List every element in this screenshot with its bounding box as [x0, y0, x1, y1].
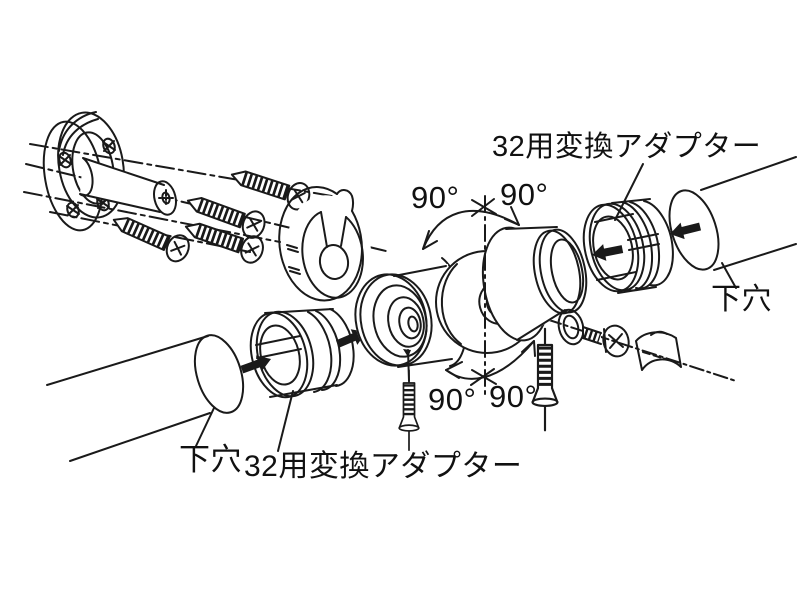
swivel-centerline	[470, 195, 497, 399]
angle-tick-top	[471, 198, 497, 217]
socket-right	[481, 226, 588, 342]
adapter-right	[582, 198, 674, 294]
swivel-arc-bottom	[445, 340, 536, 380]
saddle-piece	[635, 330, 682, 371]
leader-lines	[195, 163, 737, 452]
ring-hook-tab	[336, 189, 355, 212]
swivel-arc-top	[422, 206, 520, 250]
label-adapter-top: 32用変換アダプター	[492, 131, 762, 163]
label-angle-bottom-right: 90°	[489, 379, 538, 414]
flange-post	[79, 157, 177, 216]
fixing-screw	[582, 324, 630, 358]
mounting-screw-1	[228, 162, 313, 213]
label-pilot-hole-bottom-left: 下穴	[179, 442, 242, 477]
label-pilot-hole-top-right: 下穴	[711, 283, 772, 316]
label-angle-top-right: 90°	[500, 177, 549, 212]
adapter-right-socket-chords	[594, 213, 637, 281]
label-adapter-bottom: 32用変換アダプター	[244, 450, 523, 483]
snap-cover-ring	[278, 186, 372, 309]
label-angle-top-left: 90°	[411, 180, 460, 215]
rail-pipe-left	[46, 334, 245, 462]
adapter-left	[238, 308, 356, 399]
washer	[557, 308, 585, 346]
set-screw-left	[399, 370, 419, 450]
label-angle-bottom-left: 90°	[428, 382, 477, 417]
ring-ticks	[286, 244, 301, 275]
adapter-left-socket-chords	[255, 335, 302, 359]
rail-pipe-right	[667, 156, 797, 271]
